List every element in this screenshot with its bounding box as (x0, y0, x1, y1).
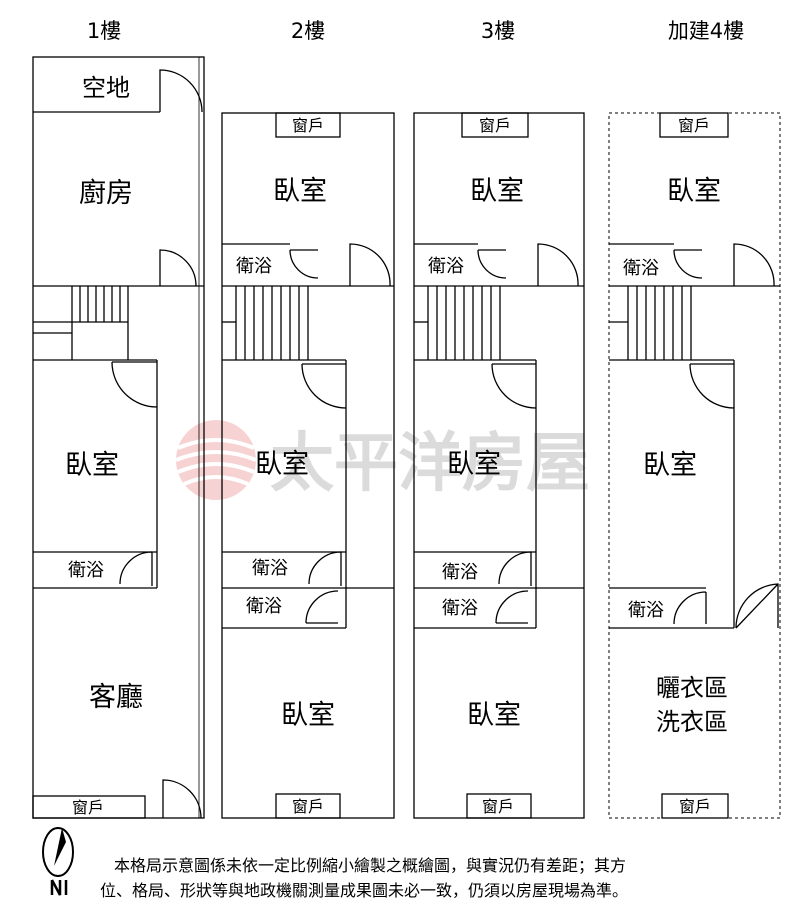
room-label-f2-bath-top: 衛浴 (236, 256, 272, 277)
room-label-f3-bedroom-bottom: 臥室 (467, 700, 521, 731)
floor-1-stairs (33, 286, 129, 360)
floor-2-bath-top-door (289, 249, 319, 279)
north-arrow-icon (42, 827, 74, 896)
floor-1-front-door (162, 779, 202, 819)
floor-1-title: 1樓 (87, 19, 121, 43)
floor-2-stairs (222, 286, 309, 360)
room-label-f2-bedroom-top: 臥室 (273, 176, 327, 207)
floor-2-bedroom-top-door (349, 243, 391, 287)
room-label-f1-bedroom: 臥室 (65, 450, 119, 481)
room-label-f2-bath-low: 衛浴 (246, 596, 282, 617)
floor-4-labels: 窗戶 臥室 衛浴 臥室 衛浴 曬衣區 洗衣區 窗戶 (623, 116, 728, 816)
floor-3-bedroom-top-door (537, 243, 579, 287)
floor-1-window-box (32, 795, 146, 819)
floor-3-window-top-box (461, 112, 529, 138)
floor-1-bath-door (119, 551, 153, 586)
floor-2-labels: 窗戶 臥室 衛浴 臥室 衛浴 衛浴 臥室 窗戶 (236, 116, 335, 816)
room-label-f3-bath-top: 衛浴 (428, 256, 464, 277)
window-label-f4-top: 窗戶 (678, 116, 710, 135)
room-label-f4-bath-low: 衛浴 (628, 600, 664, 621)
floor-3-bath-low-door (495, 590, 529, 624)
room-label-f4-laundry: 洗衣區 (656, 708, 728, 736)
floor-4-title: 加建4樓 (668, 19, 744, 43)
window-label-f4-bottom: 窗戶 (679, 797, 711, 816)
floor-4-bath-low-door (673, 591, 707, 625)
floor-2-title: 2樓 (291, 19, 325, 43)
room-label-f2-bedroom-mid: 臥室 (255, 449, 309, 480)
floor-4-window-bottom-box (661, 793, 729, 819)
floor-1-yard-door (159, 69, 203, 113)
window-label-f2-top: 窗戶 (292, 116, 324, 135)
room-label-f4-bath-top: 衛浴 (623, 258, 659, 279)
watermark: 太平洋房屋 (175, 420, 590, 501)
floor-1-bedroom-door (111, 361, 158, 408)
disclaimer-line-2: 位、格局、形狀等與地政機關測量成果圖未必一致，仍須以房屋現場為準。 (100, 881, 629, 900)
floor-4-window-top-box (659, 112, 729, 138)
floor-2-bath-low-door (305, 590, 339, 624)
floor-3-plan (413, 112, 585, 819)
floor-4-drying-door (735, 583, 779, 629)
window-label-f1: 窗戶 (72, 798, 104, 817)
room-label-f4-drying: 曬衣區 (656, 674, 728, 702)
room-label-f3-bath-mid: 衛浴 (442, 562, 478, 583)
floor-1-kitchen-door (159, 249, 197, 287)
floor-3-bath-mid-door (498, 551, 532, 586)
floor-4-stairs (609, 286, 692, 360)
floor-4-bath-top-door (673, 249, 703, 279)
window-label-f2-bottom: 窗戶 (292, 797, 324, 816)
floor-2-bedroom-mid-door (301, 363, 347, 409)
floor-3-bath-top-door (477, 249, 507, 279)
floor-4-bedroom-mid-door (689, 363, 735, 409)
floor-1-labels: 空地 廚房 臥室 衛浴 客廳 窗戶 (65, 74, 143, 817)
room-label-f3-bath-low: 衛浴 (442, 598, 478, 619)
room-label-f4-bedroom-top: 臥室 (667, 176, 721, 207)
floor-3-stairs (414, 286, 501, 360)
room-label-living: 客廳 (89, 682, 143, 713)
disclaimer-line-1: 本格局示意圖係未依一定比例縮小繪製之概繪圖，與實況仍有差距；其方 (114, 856, 627, 875)
room-label-f4-bedroom-mid: 臥室 (643, 450, 697, 481)
room-label-kitchen: 廚房 (79, 178, 133, 209)
room-label-f2-bath-mid: 衛浴 (252, 558, 288, 579)
floor-3-window-bottom-box (466, 793, 532, 819)
room-label-f3-bedroom-mid: 臥室 (447, 449, 501, 480)
watermark-text: 太平洋房屋 (270, 426, 590, 501)
disclaimer: 本格局示意圖係未依一定比例縮小繪製之概繪圖，與實況仍有差距；其方 位、格局、形狀… (100, 853, 795, 903)
floor-4-bedroom-top-door (733, 243, 775, 287)
floor-3-title: 3樓 (481, 19, 515, 43)
room-label-f2-bedroom-bottom: 臥室 (281, 700, 335, 731)
floor-2-window-top-box (275, 112, 341, 138)
room-label-f3-bedroom-top: 臥室 (470, 176, 524, 207)
floor-2-bath-mid-door (308, 551, 342, 586)
window-label-f3-bottom: 窗戶 (482, 797, 514, 816)
room-label-yard: 空地 (82, 74, 130, 102)
floor-4-plan (608, 112, 781, 819)
floor-2-plan (221, 112, 395, 819)
floor-3-labels: 窗戶 臥室 衛浴 臥室 衛浴 衛浴 臥室 窗戶 (428, 116, 524, 816)
room-label-f1-bath: 衛浴 (68, 560, 104, 581)
floor-1-plan (32, 56, 205, 819)
floor-2-window-bottom-box (275, 793, 341, 819)
watermark-logo-icon (175, 420, 257, 500)
window-label-f3-top: 窗戶 (479, 116, 511, 135)
floor-3-bedroom-mid-door (491, 363, 537, 409)
